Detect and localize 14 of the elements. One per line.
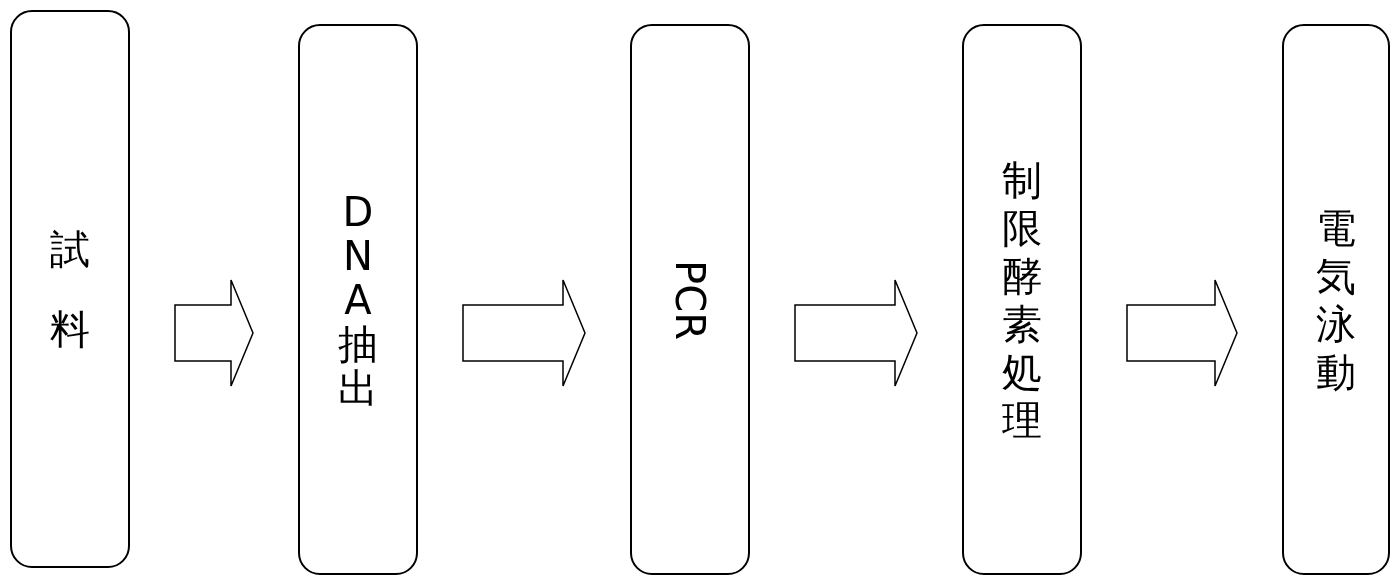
step-label: 制限酵素処理 [1002,155,1042,444]
step-label: PCR [668,259,712,340]
step-label: 電気泳動 [1316,203,1356,396]
process-box [10,10,130,568]
step-label: 試料 [50,225,90,354]
process-box [298,24,418,575]
block-arrow [794,279,918,387]
process-box [1282,24,1390,575]
block-arrow [462,279,586,387]
block-arrow [1126,279,1238,387]
step-label: DNA抽出 [338,189,378,410]
block-arrow [174,279,254,387]
process-box [962,24,1082,575]
process-box [630,24,750,575]
